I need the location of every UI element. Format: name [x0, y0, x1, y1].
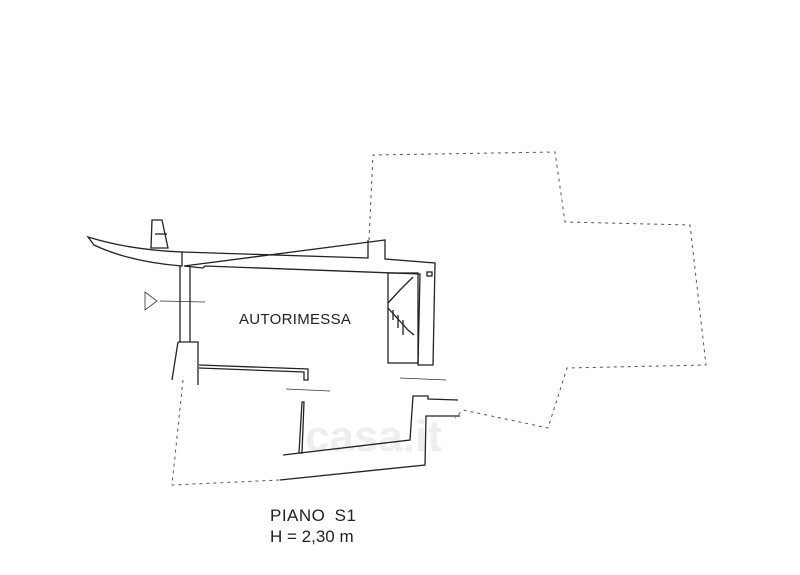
inner-wall-lower — [298, 401, 305, 454]
walls — [86, 219, 460, 481]
chimney-icon — [426, 271, 433, 277]
entrance-arrow-icon — [144, 291, 158, 311]
vent-icon — [150, 219, 169, 249]
floor-label: PIANO S1 — [270, 506, 357, 525]
section-lines — [144, 291, 447, 392]
watermark: casa.it — [305, 412, 442, 461]
room-label-autorimessa: AUTORIMESSA — [239, 311, 352, 328]
lower-wall — [282, 395, 459, 456]
property-outline-dashed — [171, 151, 707, 486]
entrance-ramp-wall — [86, 235, 183, 267]
inner-wall — [198, 364, 309, 381]
outer-lower-wall — [279, 415, 460, 481]
left-wall — [171, 341, 199, 385]
stair-line — [387, 276, 414, 304]
height-label: H = 2,30 m — [270, 527, 354, 546]
staircase — [387, 272, 419, 364]
top-wall — [181, 239, 436, 366]
